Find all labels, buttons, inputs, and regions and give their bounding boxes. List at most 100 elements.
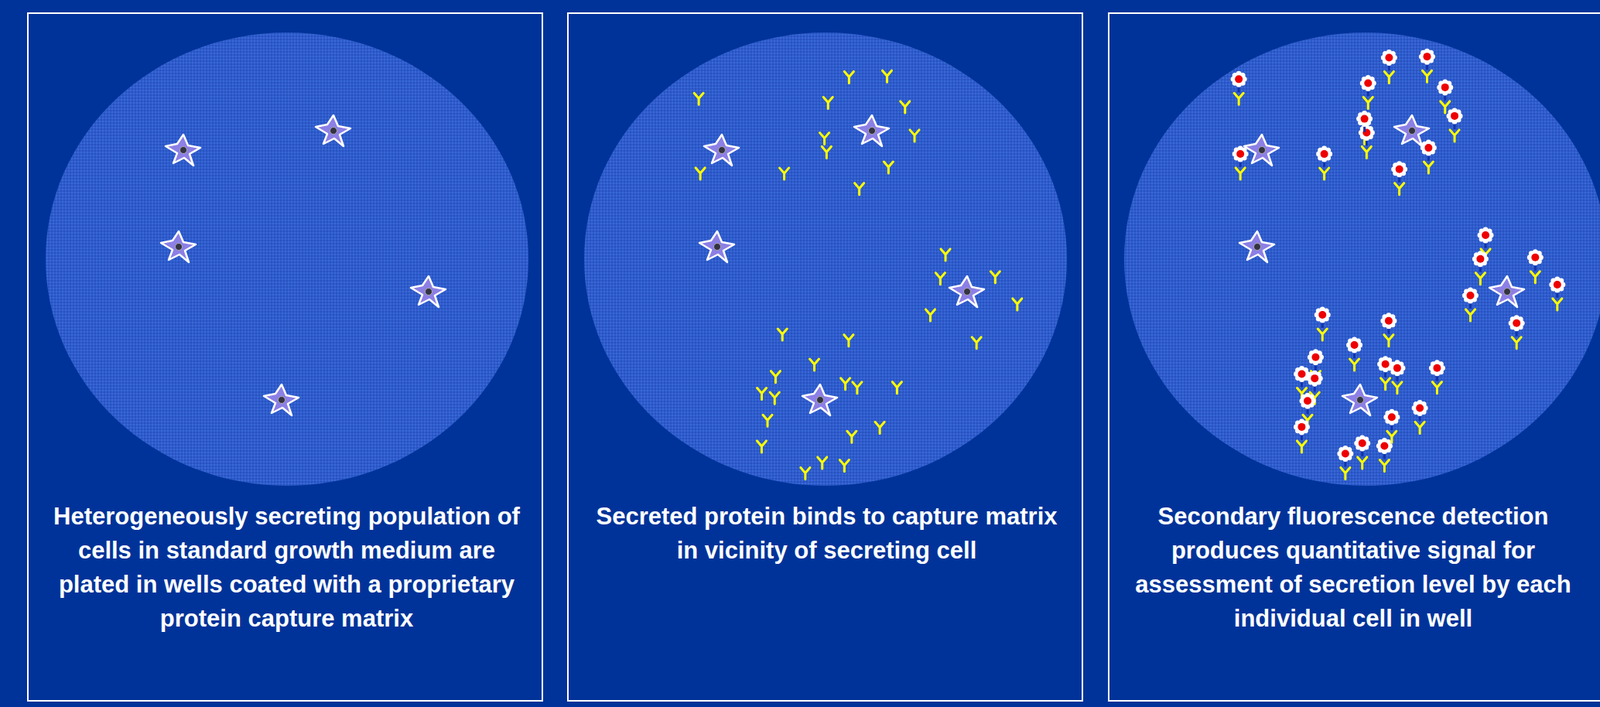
fluorophore-core bbox=[1384, 317, 1393, 325]
fluorophore-core bbox=[1441, 83, 1450, 92]
fluorophore-core bbox=[1364, 78, 1372, 87]
fluorophore bbox=[1527, 249, 1544, 266]
fluorophore-body bbox=[1439, 82, 1451, 93]
fluorophore bbox=[1376, 437, 1393, 455]
fluorophore-body bbox=[1394, 164, 1406, 175]
panel: Secreted protein binds to capture matrix… bbox=[567, 12, 1084, 702]
antibody bbox=[769, 392, 780, 404]
antibody bbox=[756, 441, 766, 453]
cell-nucleus bbox=[868, 127, 876, 135]
antibody bbox=[817, 457, 828, 469]
fluorophore bbox=[1383, 409, 1400, 426]
antibody bbox=[854, 183, 865, 195]
fluorophore-body bbox=[1480, 229, 1491, 241]
fluorophore-body bbox=[1302, 395, 1313, 407]
cell-nucleus bbox=[1504, 288, 1512, 296]
fluorophore-core bbox=[1384, 53, 1393, 62]
antibody bbox=[1379, 459, 1389, 472]
antibody bbox=[1423, 161, 1433, 174]
fluorophore-core bbox=[1432, 364, 1441, 373]
cell bbox=[1342, 384, 1378, 416]
fluorophore bbox=[1472, 250, 1489, 267]
cell-nucleus bbox=[278, 396, 286, 404]
fluorophore bbox=[1391, 160, 1408, 178]
fluorophore-body bbox=[1386, 411, 1398, 423]
cell bbox=[854, 115, 889, 147]
antibody bbox=[935, 273, 945, 285]
antibody bbox=[1392, 382, 1402, 394]
cell bbox=[802, 384, 838, 416]
cell bbox=[160, 231, 196, 263]
fluorophore-body bbox=[1234, 148, 1246, 160]
fluorophore bbox=[1316, 146, 1333, 163]
antibody bbox=[1432, 382, 1442, 394]
cell-nucleus bbox=[964, 288, 971, 296]
fluorophore bbox=[1388, 359, 1406, 377]
fluorophore bbox=[1418, 48, 1436, 65]
antibody bbox=[1384, 335, 1394, 347]
cell-nucleus bbox=[330, 127, 338, 135]
antibody bbox=[990, 271, 1000, 284]
antibody bbox=[909, 129, 920, 142]
fluorophore bbox=[1356, 110, 1373, 127]
fluorophore-core bbox=[1415, 403, 1424, 412]
fluorophore-body bbox=[1511, 317, 1522, 329]
fluorophore bbox=[1420, 140, 1437, 157]
cell-nucleus bbox=[180, 147, 188, 154]
fluorophore bbox=[1411, 400, 1429, 417]
antibody bbox=[1296, 441, 1306, 453]
antibody bbox=[882, 70, 892, 83]
antibody bbox=[1394, 183, 1405, 195]
fluorophore bbox=[1314, 307, 1331, 324]
fluorophore-core bbox=[1297, 423, 1306, 431]
fluorophore-core bbox=[1381, 360, 1390, 369]
fluorophore-core bbox=[1311, 353, 1320, 362]
panel: Secondary fluorescence detection produce… bbox=[1107, 12, 1600, 702]
fluorophore-body bbox=[1233, 73, 1245, 85]
cell bbox=[165, 134, 201, 166]
antibody bbox=[1552, 298, 1563, 311]
fluorophore-core bbox=[1422, 52, 1431, 61]
fluorophore-core bbox=[1466, 291, 1474, 300]
antibody bbox=[1415, 421, 1425, 434]
antibody bbox=[1475, 273, 1485, 285]
antibody bbox=[762, 414, 773, 427]
fluorophore bbox=[1548, 276, 1566, 293]
fluorophore bbox=[1380, 312, 1397, 329]
fluorophore-body bbox=[1464, 290, 1476, 301]
fluorophore bbox=[1446, 107, 1464, 124]
fluorophore-body bbox=[1362, 77, 1374, 89]
antibody bbox=[841, 378, 851, 390]
fluorophore-core bbox=[1236, 150, 1245, 158]
antibody bbox=[821, 146, 831, 158]
fluorophore-body bbox=[1391, 362, 1403, 374]
cell bbox=[949, 276, 985, 308]
antibody bbox=[1235, 167, 1245, 180]
cell bbox=[1394, 115, 1430, 147]
fluorophore bbox=[1353, 434, 1371, 452]
antibody bbox=[1449, 129, 1460, 142]
cell bbox=[315, 115, 351, 147]
antibody bbox=[892, 382, 902, 394]
antibody bbox=[777, 328, 787, 341]
fluorophore-core bbox=[1320, 150, 1329, 158]
fluorophore bbox=[1293, 365, 1310, 383]
antibody bbox=[1363, 96, 1373, 109]
fluorophore-body bbox=[1383, 315, 1395, 327]
fluorophore-body bbox=[1378, 440, 1390, 452]
fluorophore-core bbox=[1424, 143, 1433, 152]
fluorophore-body bbox=[1349, 339, 1361, 351]
antibody bbox=[1381, 378, 1391, 390]
fluorophore-body bbox=[1319, 148, 1330, 160]
antibody bbox=[1012, 298, 1023, 311]
fluorophore-body bbox=[1552, 279, 1563, 291]
antibody bbox=[694, 92, 704, 105]
antibody bbox=[779, 167, 790, 180]
fluorophore bbox=[1436, 78, 1453, 96]
antibody bbox=[1384, 71, 1394, 83]
fluorophore-core bbox=[1298, 370, 1306, 379]
cell-nucleus bbox=[714, 243, 722, 251]
antibody bbox=[971, 337, 982, 349]
fluorophore-body bbox=[1309, 372, 1320, 384]
fluorophore-core bbox=[1512, 319, 1521, 328]
